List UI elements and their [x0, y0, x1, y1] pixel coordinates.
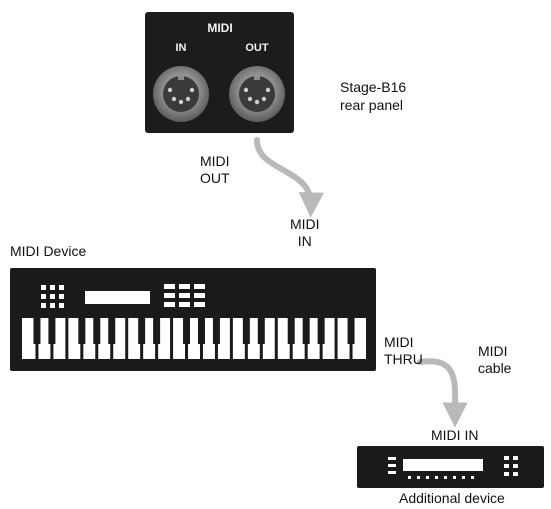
keyboard-black-key [153, 318, 161, 344]
keyboard-bar-button [164, 284, 175, 289]
keyboard-key-gap [65, 318, 69, 359]
label-midi-cable: MIDI cable [478, 343, 512, 376]
keyboard-key-gap [229, 318, 233, 359]
label-additional-device: Additional device [399, 490, 505, 506]
keyboard-bar-button [179, 302, 190, 307]
cable-thru-to-additional [417, 358, 468, 428]
keyboard-button [59, 294, 64, 299]
keyboard-black-key [242, 318, 250, 344]
keyboard-black-key [78, 318, 86, 344]
device-button [513, 456, 518, 460]
device-led [462, 476, 465, 479]
keyboard-bar-button [179, 293, 190, 298]
keyboard-black-key [257, 318, 265, 344]
device-button [504, 464, 509, 468]
label-midi-in: MIDI IN [290, 216, 320, 249]
device-led [444, 476, 447, 479]
device-button [504, 456, 509, 460]
midi-in-connector [153, 66, 209, 122]
device-led [435, 476, 438, 479]
keyboard-left-buttons [41, 285, 64, 308]
keyboard-black-key [108, 318, 116, 344]
keyboard-key-gap [334, 318, 338, 359]
keyboard-bar-button [194, 284, 205, 289]
keyboard-bar-button [179, 284, 190, 289]
panel-out-label: OUT [245, 42, 269, 54]
keyboard-button [41, 303, 46, 308]
keyboard-button [59, 285, 64, 290]
label-additional-midi-in: MIDI IN [431, 427, 479, 443]
keyboard-black-key [212, 318, 220, 344]
keyboard-black-key [347, 318, 355, 344]
keyboard-black-key [302, 318, 310, 344]
midi-out-connector [229, 66, 285, 122]
device-led [453, 476, 456, 479]
keyboard-key-bed [22, 318, 366, 359]
additional-device [357, 446, 544, 488]
label-midi-device: MIDI Device [10, 243, 87, 259]
keyboard-black-key [138, 318, 146, 344]
rear-panel: MIDI IN OUT [145, 12, 294, 133]
panel-in-label: IN [176, 42, 187, 54]
keyboard-button [41, 294, 46, 299]
keyboard-display [85, 291, 150, 304]
device-led [408, 476, 411, 479]
keyboard-button [41, 285, 46, 290]
panel-title: MIDI [207, 21, 232, 35]
keyboard-button [50, 294, 55, 299]
device-led [417, 476, 420, 479]
keyboard-key-gap [274, 318, 278, 359]
keyboard-black-key [48, 318, 56, 344]
keyboard-black-key [33, 318, 41, 344]
label-midi-thru: MIDI THRU [384, 334, 423, 367]
keyboard-black-key [317, 318, 325, 344]
device-button [504, 472, 509, 476]
midi-device-keyboard [10, 268, 376, 371]
device-led [426, 476, 429, 479]
keyboard-right-buttons [164, 284, 205, 307]
keyboard-key-gap [125, 318, 129, 359]
keyboard-black-key [287, 318, 295, 344]
keyboard-button [50, 303, 55, 308]
label-midi-out: MIDI OUT [200, 153, 230, 186]
keyboard-black-key [197, 318, 205, 344]
keyboard-black-key [93, 318, 101, 344]
keyboard-bar-button [164, 302, 175, 307]
keyboard-button [59, 303, 64, 308]
panel-caption-rear: rear panel [340, 97, 404, 113]
panel-caption-model: Stage-B16 [340, 79, 407, 95]
keyboard-bar-button [164, 293, 175, 298]
cable-out-to-device [254, 137, 324, 218]
keyboard-bar-button [194, 302, 205, 307]
additional-device-display [403, 459, 483, 471]
device-button [513, 464, 518, 468]
keyboard-keys [22, 318, 366, 359]
keyboard-button [50, 285, 55, 290]
device-led [471, 476, 474, 479]
additional-device-led-row [408, 476, 474, 479]
keyboard-bar-button [194, 293, 205, 298]
device-button [513, 472, 518, 476]
keyboard-black-key [183, 318, 191, 344]
additional-device-buttons [504, 456, 518, 476]
keyboard-key-gap [170, 318, 174, 359]
